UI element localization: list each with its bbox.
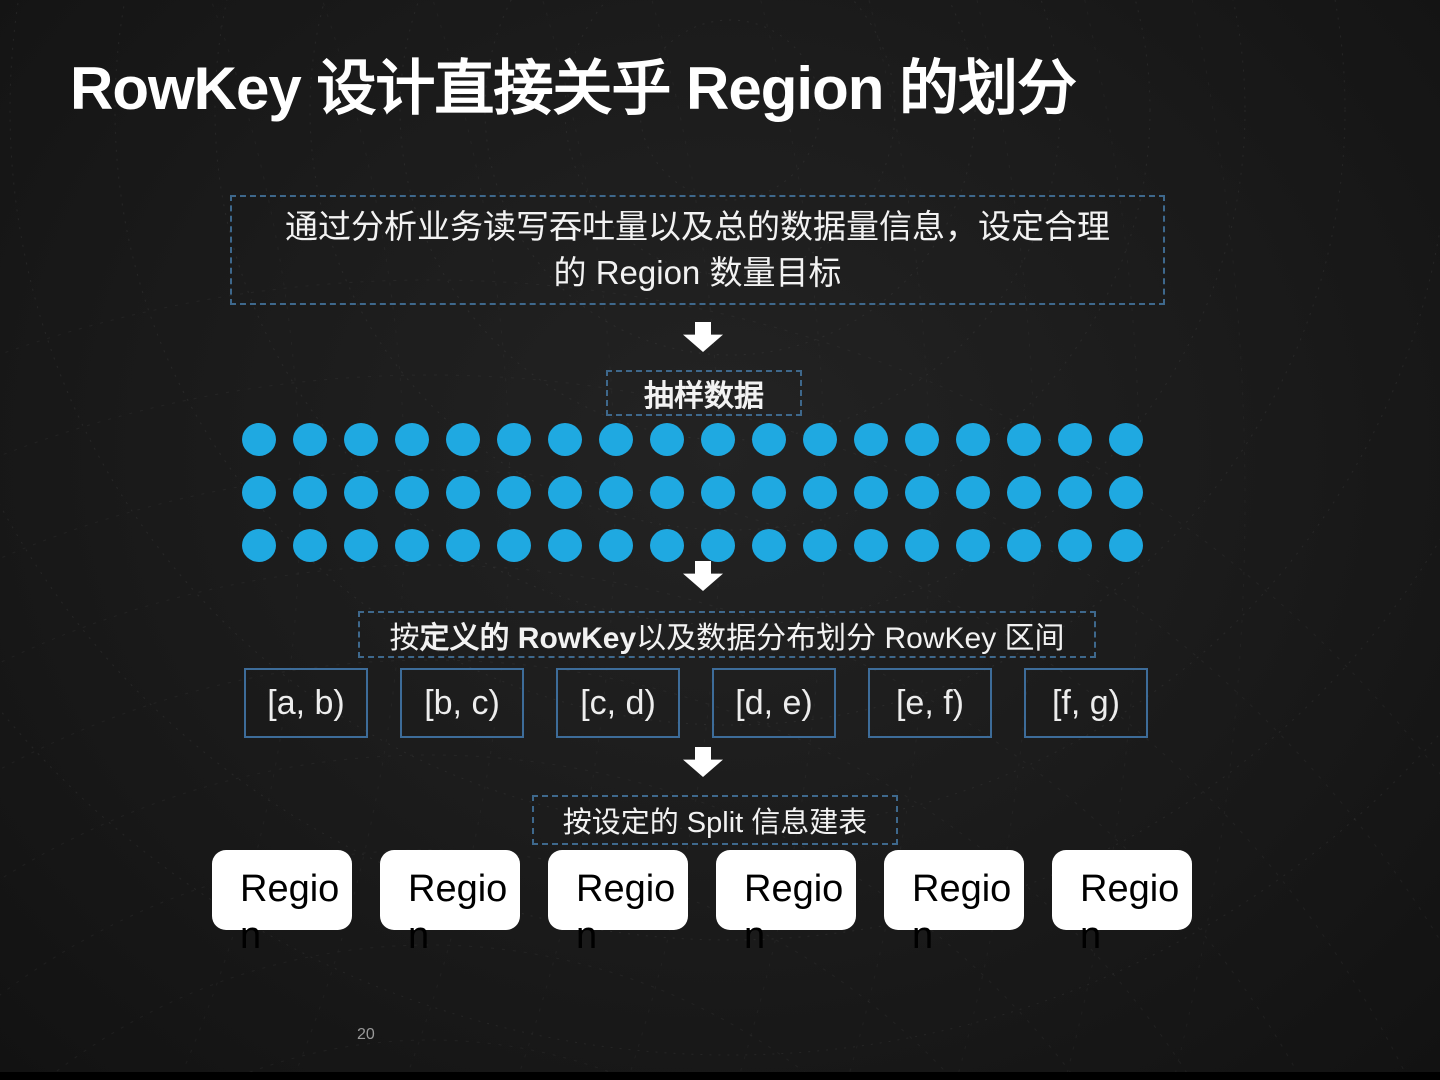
sample-dot <box>293 423 327 456</box>
sample-dot <box>344 529 378 562</box>
region-goal-line2: 的 Region 数量目标 <box>553 254 842 291</box>
sample-data-label: 抽样数据 <box>644 380 764 413</box>
interval-box: [f, g) <box>1024 668 1148 738</box>
sample-dot <box>650 476 684 509</box>
sample-dot <box>242 423 276 456</box>
split-table-box: 按设定的 Split 信息建表 <box>532 795 898 845</box>
sample-dot <box>650 529 684 562</box>
sample-dot <box>1007 476 1041 509</box>
sample-dot <box>548 529 582 562</box>
sample-dot <box>548 423 582 456</box>
region-box: Region <box>716 850 856 957</box>
partition-suffix: 以及数据分布划分 RowKey 区间 <box>636 621 1065 655</box>
sample-dot <box>956 476 990 509</box>
sample-dot <box>497 476 531 509</box>
sample-dot <box>293 529 327 562</box>
region-box: Region <box>212 850 352 957</box>
region-label: Region <box>744 868 844 957</box>
sample-dot <box>395 529 429 562</box>
slide-bottom-edge <box>0 1072 1440 1080</box>
down-arrow-icon <box>683 322 723 352</box>
sample-dot <box>956 423 990 456</box>
region-label: Region <box>1080 868 1180 957</box>
sample-dot <box>446 529 480 562</box>
regions-row: Region Region Region Region Region Regio… <box>212 850 1192 957</box>
sample-dot <box>650 423 684 456</box>
region-box: Region <box>548 850 688 957</box>
page-title: RowKey 设计直接关乎 Region 的划分 <box>70 55 1077 122</box>
dots-row <box>242 529 1162 562</box>
sample-dot <box>599 423 633 456</box>
region-goal-line1: 通过分析业务读写吞吐量以及总的数据量信息，设定合理 <box>285 208 1110 245</box>
sample-dot <box>1007 529 1041 562</box>
sample-dot <box>1109 476 1143 509</box>
sample-dot <box>599 529 633 562</box>
sample-dot <box>446 476 480 509</box>
interval-box: [e, f) <box>868 668 992 738</box>
sample-dots-grid <box>242 423 1162 582</box>
sample-dot <box>752 529 786 562</box>
sample-dot <box>497 529 531 562</box>
interval-box: [d, e) <box>712 668 836 738</box>
region-label: Region <box>576 868 676 957</box>
sample-dot <box>1007 423 1041 456</box>
sample-dot <box>905 476 939 509</box>
region-box: Region <box>380 850 520 957</box>
sample-dot <box>956 529 990 562</box>
sample-dot <box>803 529 837 562</box>
down-arrow-icon <box>683 747 723 777</box>
sample-dot <box>344 476 378 509</box>
sample-dot <box>803 476 837 509</box>
sample-dot <box>395 476 429 509</box>
dots-row <box>242 423 1162 456</box>
partition-prefix: 按 <box>389 621 420 655</box>
region-label: Region <box>408 868 508 957</box>
region-box: Region <box>884 850 1024 957</box>
sample-dot <box>395 423 429 456</box>
sample-dot <box>1058 476 1092 509</box>
sample-dot <box>1109 529 1143 562</box>
sample-dot <box>446 423 480 456</box>
region-label: Region <box>912 868 1012 957</box>
split-table-label: 按设定的 Split 信息建表 <box>562 807 868 839</box>
sample-dot <box>1058 529 1092 562</box>
sample-dot <box>1109 423 1143 456</box>
sample-dot <box>905 529 939 562</box>
sample-dot <box>701 423 735 456</box>
sample-dot <box>293 476 327 509</box>
sample-dot <box>803 423 837 456</box>
rowkey-intervals-row: [a, b) [b, c) [c, d) [d, e) [e, f) [f, g… <box>244 668 1148 738</box>
sample-dot <box>242 529 276 562</box>
interval-box: [c, d) <box>556 668 680 738</box>
sample-dot <box>599 476 633 509</box>
sample-dot <box>1058 423 1092 456</box>
sample-dot <box>752 476 786 509</box>
sample-dot <box>548 476 582 509</box>
sample-dot <box>242 476 276 509</box>
dots-row <box>242 476 1162 509</box>
region-box: Region <box>1052 850 1192 957</box>
interval-box: [b, c) <box>400 668 524 738</box>
rowkey-partition-box: 按定义的 RowKey 以及数据分布划分 RowKey 区间 <box>358 611 1096 658</box>
sample-dot <box>854 529 888 562</box>
sample-dot <box>905 423 939 456</box>
sample-dot <box>344 423 378 456</box>
partition-bold: 定义的 RowKey <box>419 621 637 655</box>
sample-dot <box>752 423 786 456</box>
page-number: 20 <box>357 1026 375 1043</box>
interval-box: [a, b) <box>244 668 368 738</box>
region-goal-box: 通过分析业务读写吞吐量以及总的数据量信息，设定合理 的 Region 数量目标 <box>230 195 1165 305</box>
region-label: Region <box>240 868 340 957</box>
sample-dot <box>701 476 735 509</box>
sample-dot <box>854 476 888 509</box>
sample-dot <box>854 423 888 456</box>
sample-dot <box>701 529 735 562</box>
sample-dot <box>497 423 531 456</box>
sample-data-box: 抽样数据 <box>606 370 802 416</box>
